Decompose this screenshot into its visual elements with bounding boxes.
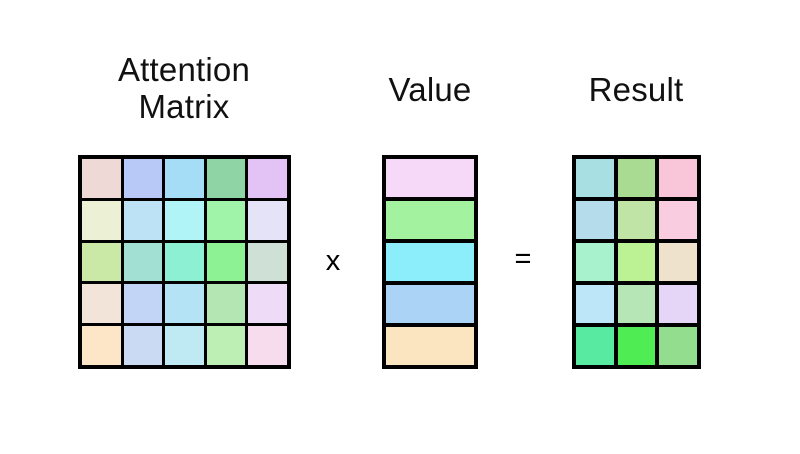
attention-matrix-grid-cell-r3-c3 (165, 242, 204, 282)
result-matrix-grid-cell-r3-c2 (617, 243, 656, 281)
attention-matrix-grid-cell-r4-c5 (248, 284, 287, 324)
attention-matrix-grid-cell-r4-c3 (165, 284, 204, 324)
result-matrix-grid (572, 155, 701, 369)
value-matrix-title: Value (388, 71, 472, 108)
result-matrix-grid-cell-r3-c1 (576, 243, 614, 281)
result-matrix-grid-cell-r5-c3 (659, 327, 697, 365)
result-matrix-grid-cell-r2-c1 (576, 201, 614, 239)
attention-matrix-grid-cell-r2-c1 (82, 200, 121, 240)
equals-operator: = (514, 243, 532, 275)
attention-matrix-grid-cell-r5-c5 (248, 326, 287, 365)
attention-matrix-grid-cell-r4-c2 (123, 284, 163, 324)
result-matrix-grid-cell-r5-c2 (617, 327, 656, 365)
result-matrix-grid-cell-r4-c2 (617, 285, 656, 323)
attention-matrix-grid-cell-r1-c1 (82, 159, 121, 198)
result-matrix-grid-cell-r3-c3 (659, 243, 697, 281)
attention-matrix-grid-cell-r5-c1 (82, 326, 121, 365)
result-matrix-grid-cell-r1-c1 (576, 159, 614, 197)
value-matrix-grid-cell-r1-c1 (386, 159, 474, 197)
value-matrix-grid-cell-r3-c1 (386, 243, 474, 281)
attention-matrix-grid-cell-r3-c2 (123, 242, 163, 282)
value-matrix-grid-cell-r5-c1 (386, 327, 474, 365)
multiply-operator: x (325, 245, 341, 277)
result-matrix-grid-cell-r1-c3 (659, 159, 697, 197)
value-matrix-grid (382, 155, 478, 369)
result-matrix-grid-cell-r4-c3 (659, 285, 697, 323)
result-matrix-title: Result (588, 71, 684, 108)
attention-matrix-grid-cell-r5-c4 (206, 326, 246, 365)
attention-matrix-grid-cell-r5-c3 (165, 326, 204, 365)
attention-matrix-grid (78, 155, 291, 369)
result-matrix-grid-cell-r5-c1 (576, 327, 614, 365)
result-matrix-grid-cell-r2-c2 (617, 201, 656, 239)
result-matrix-grid-cell-r2-c3 (659, 201, 697, 239)
attention-matrix-grid-cell-r2-c3 (165, 200, 204, 240)
attention-matrix-grid-cell-r3-c5 (248, 242, 287, 282)
attention-matrix-grid-cell-r1-c4 (206, 159, 246, 198)
attention-matrix-grid-cell-r3-c4 (206, 242, 246, 282)
attention-matrix-grid-cell-r5-c2 (123, 326, 163, 365)
attention-matrix-grid-cell-r2-c4 (206, 200, 246, 240)
result-matrix-grid-cell-r4-c1 (576, 285, 614, 323)
attention-matrix-grid-cell-r4-c1 (82, 284, 121, 324)
attention-matrix-grid-cell-r1-c5 (248, 159, 287, 198)
attention-matrix-title: Attention Matrix (117, 51, 251, 125)
attention-matrix-grid-cell-r3-c1 (82, 242, 121, 282)
attention-matrix-grid-cell-r2-c2 (123, 200, 163, 240)
value-matrix-grid-cell-r2-c1 (386, 201, 474, 239)
attention-matrix-grid-cell-r4-c4 (206, 284, 246, 324)
attention-matrix-grid-cell-r1-c2 (123, 159, 163, 198)
value-matrix-grid-cell-r4-c1 (386, 285, 474, 323)
result-matrix-grid-cell-r1-c2 (617, 159, 656, 197)
attention-matrix-grid-cell-r1-c3 (165, 159, 204, 198)
attention-matrix-grid-cell-r2-c5 (248, 200, 287, 240)
